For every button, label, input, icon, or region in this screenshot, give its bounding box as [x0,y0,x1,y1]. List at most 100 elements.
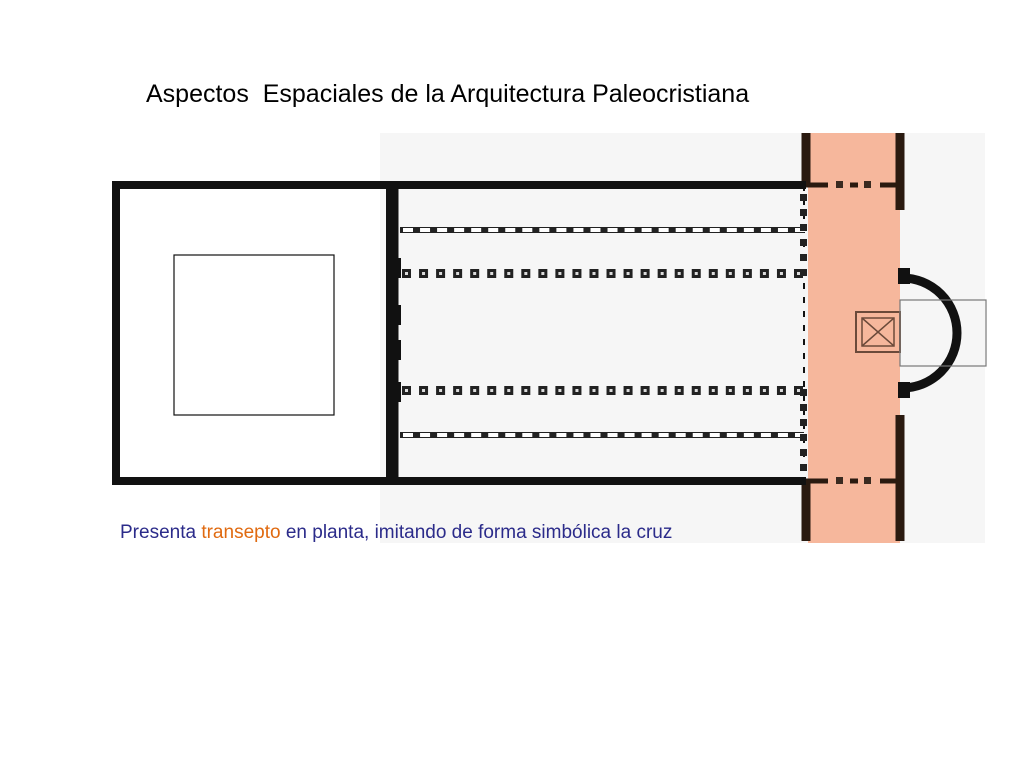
column-core [558,272,562,275]
column-core [694,389,698,392]
column-core [507,272,511,275]
column-gap [692,433,703,437]
column-gap [607,433,618,437]
apse [898,268,987,398]
inner-colonnades [402,269,803,395]
column-core [660,272,664,275]
column-gap [658,228,669,232]
column-core [592,272,596,275]
column-core [439,389,443,392]
column-gap [760,228,771,232]
apse-annex [899,299,987,367]
column-core [797,389,800,392]
column-core [456,389,460,392]
column-core [677,272,681,275]
colonnade-beam [400,227,804,233]
column-gap [488,228,499,232]
column [800,224,807,231]
atrium-courtyard [173,254,335,416]
colonnade-beam [400,432,804,438]
column-gap [573,228,584,232]
column-gap [454,433,465,437]
column-core [694,272,698,275]
column-core [711,389,715,392]
column-gap [709,433,720,437]
column-gap [505,228,516,232]
column-core [405,272,408,275]
column-core [728,272,732,275]
atrium-outer-wall [112,181,394,485]
column-core [626,389,630,392]
column-core [575,272,579,275]
column-core [779,389,783,392]
column-gap [539,433,550,437]
column-gap [403,433,413,437]
column-gap [624,228,635,232]
column-gap [454,228,465,232]
outer-colonnades [400,227,805,438]
column [800,194,807,201]
column [800,449,807,456]
column-gap [726,228,737,232]
column-gap [760,433,771,437]
column-core [422,389,426,392]
column-gap [624,433,635,437]
column-gap [505,433,516,437]
column-gap [743,228,754,232]
column-core [456,272,460,275]
column-gap [675,228,686,232]
column [800,389,807,396]
column-core [473,272,477,275]
caption-part-2: en planta, imitando de forma simbólica l… [280,522,673,543]
column-core [490,272,494,275]
column-core [524,272,528,275]
column-core [711,272,715,275]
altar-icon [855,311,901,353]
column-gap [522,433,533,437]
column-core [422,272,426,275]
column-core [626,272,630,275]
column-gap [777,433,788,437]
column-gap [539,228,550,232]
atrium [112,181,394,485]
column-core [609,272,613,275]
column-gap [420,228,431,232]
column-gap [437,433,448,437]
column-gap [641,433,652,437]
transept-edge-columns [800,194,807,471]
column [800,254,807,261]
column-gap [641,228,652,232]
column-core [745,389,749,392]
column-core [592,389,596,392]
column-core [643,389,647,392]
column-core [507,389,511,392]
column-gap [556,228,567,232]
column-gap [471,228,482,232]
column-core [745,272,749,275]
column-core [405,389,408,392]
column-core [541,389,545,392]
column-core [473,389,477,392]
caption-part-1: Presenta [120,522,202,543]
column-core [439,272,443,275]
column [800,419,807,426]
column-core [558,389,562,392]
column-gap [437,228,448,232]
column-core [541,272,545,275]
column-gap [590,228,601,232]
column-gap [675,433,686,437]
column-core [728,389,732,392]
column-gap [607,228,618,232]
column-core [677,389,681,392]
column-gap [777,228,788,232]
column-gap [556,433,567,437]
column-gap [420,433,431,437]
column-core [524,389,528,392]
column-core [660,389,664,392]
caption-highlight-transepto: transepto [201,522,281,543]
column-gap [471,433,482,437]
column-core [779,272,783,275]
column-core [643,272,647,275]
column [800,434,807,441]
